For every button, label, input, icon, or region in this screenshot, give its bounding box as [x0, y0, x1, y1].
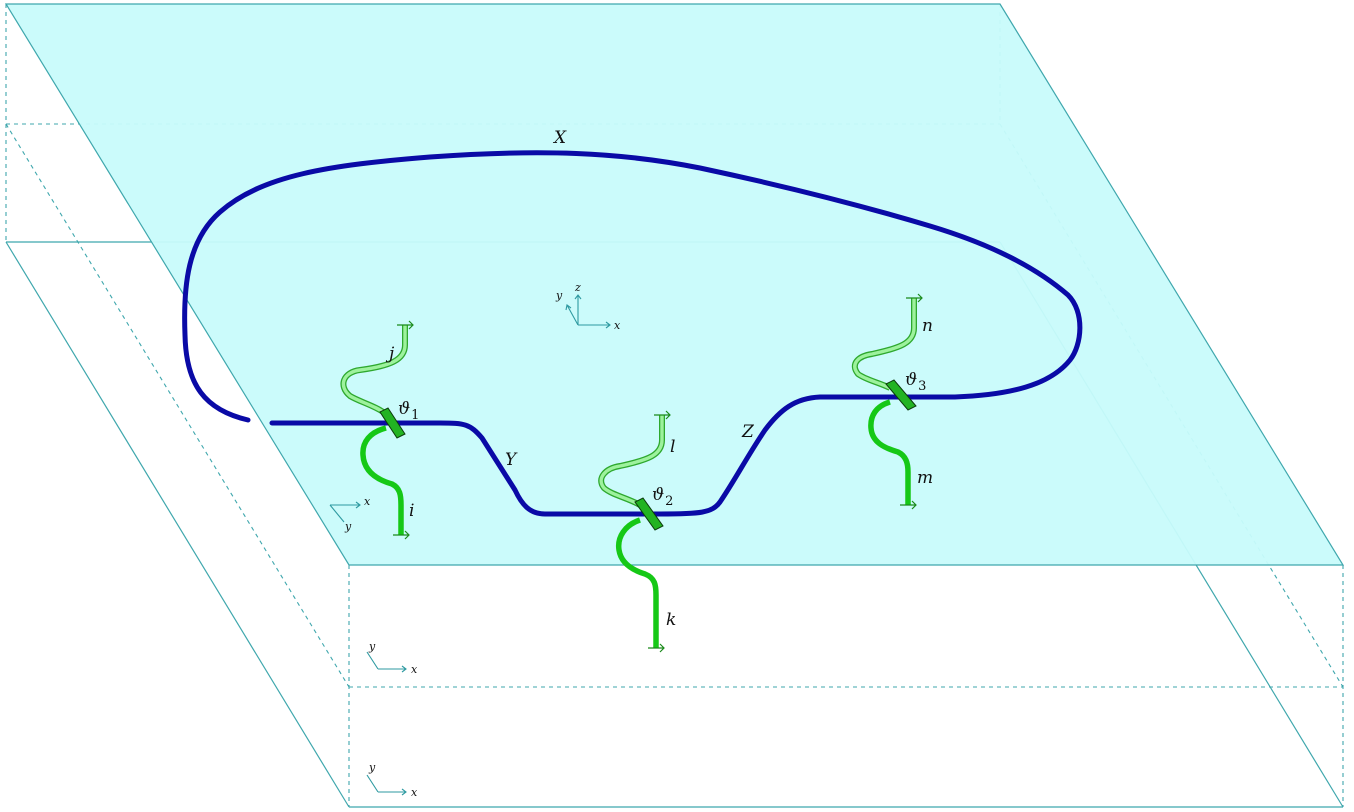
axis-label-x: x [364, 495, 371, 508]
axes-middle-layer: x y [366, 640, 418, 676]
loop-label-x: X [552, 128, 567, 148]
axes-top-frame: x z y [555, 281, 621, 332]
vertex-marker-1 [379, 407, 406, 439]
axis-label-y: y [368, 761, 376, 774]
top-plane [4, 3, 1345, 566]
axes-bottom-layer: x y [366, 761, 418, 799]
axis-label-x: x [411, 663, 418, 676]
axis-label-y: y [555, 289, 563, 302]
axis-label-z: z [574, 281, 581, 294]
vertex-label-2: ϑ2 [652, 485, 673, 509]
leg-n [851, 293, 923, 391]
vertex-label-3: ϑ3 [905, 370, 926, 394]
leg-label-j: j [385, 344, 395, 364]
leg-label-l: l [670, 437, 675, 457]
blue-loop [182, 150, 1083, 517]
axes-upper-left: x y [329, 495, 371, 533]
leg-k [615, 517, 665, 653]
vertex-label-1: ϑ1 [398, 399, 419, 423]
leg-label-n: n [922, 316, 933, 336]
leg-l [598, 410, 671, 508]
axis-label-y: y [344, 520, 352, 533]
vertex-marker-3 [885, 379, 917, 411]
axis-label-x: x [614, 319, 621, 332]
leg-label-i: i [409, 501, 414, 521]
vertex-marker-2 [634, 497, 664, 531]
leg-m [868, 399, 917, 510]
loop-label-z: Z [741, 422, 755, 442]
axis-label-y: y [368, 640, 376, 653]
leg-label-k: k [666, 610, 676, 630]
axis-label-x: x [411, 786, 418, 799]
loop-label-y: Y [505, 450, 518, 470]
vertex-markers [379, 379, 917, 531]
leg-label-m: m [917, 468, 933, 488]
leg-j [340, 320, 414, 417]
legs [340, 293, 923, 653]
leg-i [360, 425, 410, 540]
